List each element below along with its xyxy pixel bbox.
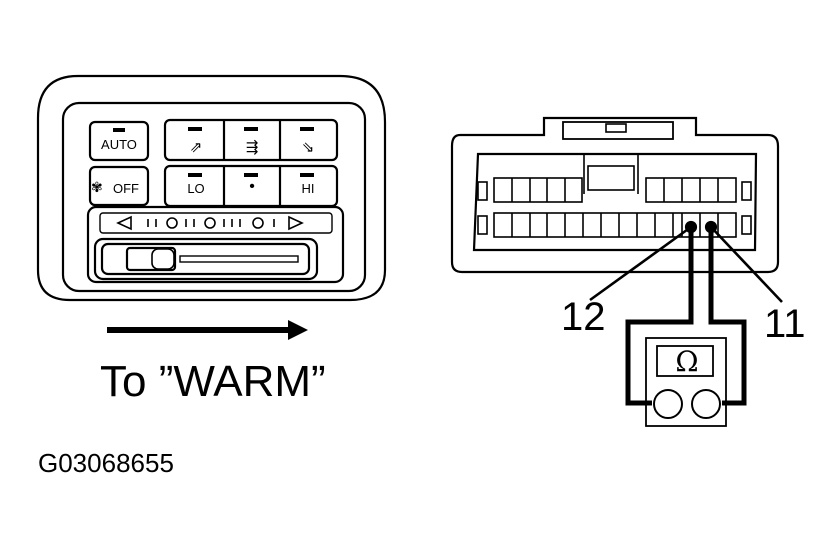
figure-id: G03068655: [38, 448, 174, 478]
pin-11-label: 11: [764, 302, 806, 346]
temperature-slider-housing: [86, 205, 345, 284]
pin-11-leader: [710, 226, 783, 303]
temperature-slider-knob[interactable]: [125, 246, 177, 272]
arrow-left-icon: [116, 215, 132, 231]
off-button[interactable]: [88, 165, 150, 207]
auto-button[interactable]: [88, 120, 150, 162]
auto-button-label: AUTO: [101, 137, 137, 152]
pin-12-leader: [589, 225, 692, 302]
temperature-scale: [147, 217, 275, 229]
probe-lead-11: [708, 227, 747, 406]
direction-arrow: [107, 320, 308, 340]
lo-button-label[interactable]: LO: [187, 181, 205, 196]
connector: [450, 116, 780, 274]
pin-12-label: 12: [561, 295, 606, 339]
off-button-label: OFF: [113, 181, 139, 196]
ohmmeter: [645, 337, 727, 427]
vent-face-icon[interactable]: ⇗: [189, 139, 203, 156]
ohm-symbol: Ω: [675, 345, 699, 378]
arrow-right-icon: [288, 215, 304, 231]
probe-lead-12: [625, 227, 694, 406]
ohmmeter-display: [656, 345, 714, 377]
fan-icon: ✾: [91, 179, 103, 195]
hi-button-label[interactable]: HI: [301, 181, 315, 196]
mode-button-group: [163, 118, 339, 162]
mid-button-label[interactable]: •: [249, 178, 255, 195]
vent-foot-icon[interactable]: ⇘: [301, 139, 315, 156]
control-panel: [36, 74, 387, 302]
vent-bilevel-icon[interactable]: ⇶: [245, 139, 259, 156]
direction-caption: To ”WARM”: [100, 357, 326, 406]
